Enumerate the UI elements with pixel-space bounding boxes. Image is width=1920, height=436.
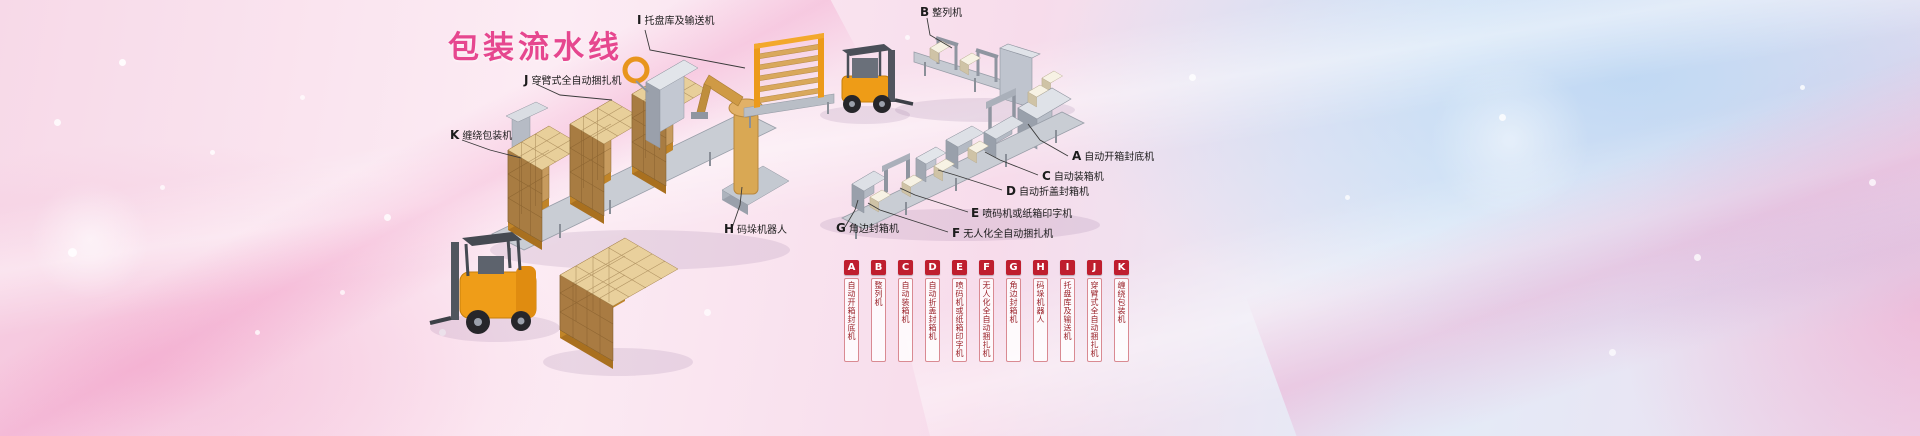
callout-text: 穿臂式全自动捆扎机 [531,76,622,87]
legend-label: 穿臂式全自动捆扎机 [1087,278,1102,362]
legend-item-b: B 整列机 [870,260,887,362]
callout-text: 整列机 [932,8,963,19]
legend-letter-badge: C [898,260,913,275]
legend-letter-badge: J [1087,260,1102,275]
callout-f: F 无人化全自动捆扎机 [952,225,1053,240]
legend-letter-badge: F [979,260,994,275]
callout-d: D 自动折盖封箱机 [1006,183,1089,198]
callout-text: 托盘库及输送机 [644,16,715,27]
legend-letter-badge: D [925,260,940,275]
legend-label: 喷码机或纸箱印字机 [952,278,967,362]
leader-lines [461,17,1069,233]
legend-label: 自动折盖封箱机 [925,278,940,362]
callout-c: C 自动装箱机 [1042,168,1104,183]
legend-label: 码垛机器人 [1033,278,1048,362]
legend-label: 整列机 [871,278,886,362]
callout-text: 码垛机器人 [737,225,788,236]
callout-text: 角边封箱机 [848,224,899,235]
callout-e: E 喷码机或纸箱印字机 [971,205,1072,220]
callout-letter: F [952,226,961,240]
callout-text: 自动折盖封箱机 [1018,187,1089,198]
callout-letter: H [724,222,735,236]
callout-letter: J [524,73,529,87]
callout-a: A 自动开箱封底机 [1072,148,1154,163]
legend-letter-badge: A [844,260,859,275]
legend-label: 角边封箱机 [1006,278,1021,362]
forklift-left [429,232,537,334]
strapping-machine-j [622,56,699,149]
callout-g: G 角边封箱机 [836,220,899,235]
forklift-top [841,44,914,113]
callout-letter: B [920,5,930,19]
callout-letter: A [1072,149,1082,163]
callout-letter: C [1042,169,1051,183]
pallet-magazine [743,33,835,128]
legend-label: 无人化全自动捆扎机 [979,278,994,362]
callout-letter: K [450,128,460,142]
callout-text: 自动开箱封底机 [1084,152,1155,163]
callout-k: K 缠绕包装机 [450,127,512,142]
callout-h: H 码垛机器人 [724,221,787,236]
case-erector-a [1017,84,1072,150]
callout-b: B 整列机 [920,4,962,19]
legend-item-c: C 自动装箱机 [897,260,914,362]
callout-text: 缠绕包装机 [462,131,513,142]
callout-letter: D [1006,184,1016,198]
legend-letter-badge: I [1060,260,1075,275]
machine-train [841,88,1085,239]
legend-label: 托盘库及输送机 [1060,278,1075,362]
legend-item-e: E 喷码机或纸箱印字机 [951,260,968,362]
callout-letter: G [836,221,846,235]
legend-letter-badge: B [871,260,886,275]
legend-item-i: I 托盘库及输送机 [1059,260,1076,362]
legend-item-h: H 码垛机器人 [1032,260,1049,362]
callout-i: I 托盘库及输送机 [637,12,714,27]
legend-item-g: G 角边封箱机 [1005,260,1022,362]
callout-text: 无人化全自动捆扎机 [963,229,1054,240]
pallet-stack-floor [559,237,679,369]
legend-letter-badge: G [1006,260,1021,275]
callout-text: 自动装箱机 [1053,172,1104,183]
legend-label: 自动装箱机 [898,278,913,362]
page-title: 包装流水线 [448,30,623,66]
callout-j: J 穿臂式全自动捆扎机 [524,72,621,87]
legend-label: 缠绕包装机 [1114,278,1129,362]
legend-label: 自动开箱封底机 [844,278,859,362]
callout-text: 喷码机或纸箱印字机 [982,209,1073,220]
callout-letter: I [637,13,642,27]
legend-item-a: A 自动开箱封底机 [843,260,860,362]
legend-item-f: F 无人化全自动捆扎机 [978,260,995,362]
legend-item-j: J 穿臂式全自动捆扎机 [1086,260,1103,362]
legend-item-k: K 缠绕包装机 [1113,260,1130,362]
legend-letter-badge: E [952,260,967,275]
legend-item-d: D 自动折盖封箱机 [924,260,941,362]
legend-letter-badge: H [1033,260,1048,275]
callout-letter: E [971,206,980,220]
legend-letter-badge: K [1114,260,1129,275]
